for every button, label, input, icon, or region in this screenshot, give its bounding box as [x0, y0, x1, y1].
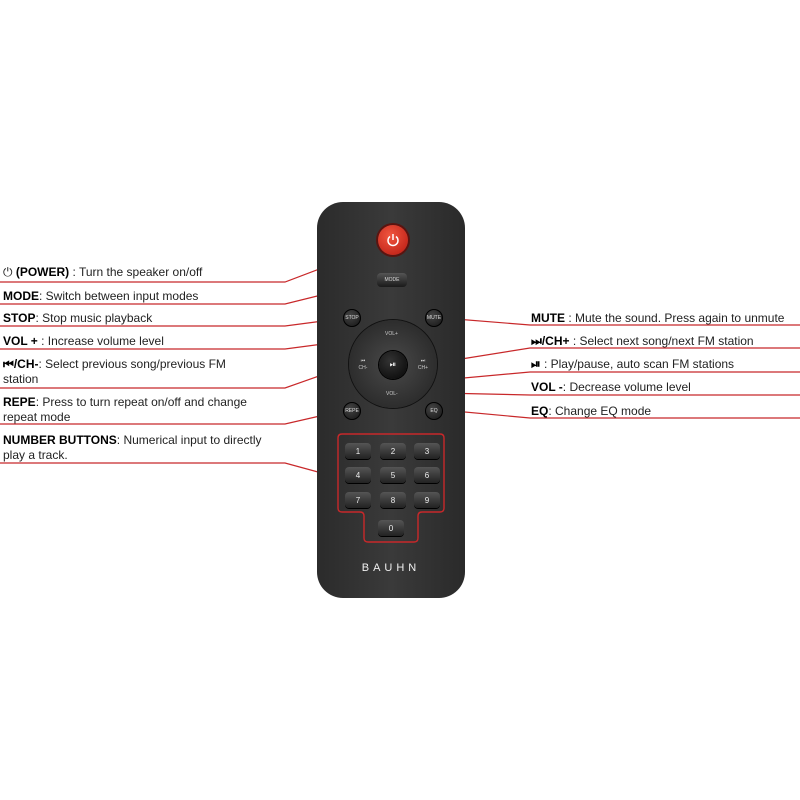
label-vol-up-key: VOL + [3, 334, 38, 348]
number-key-2[interactable]: 2 [380, 443, 406, 459]
label-stop: STOP: Stop music playback [3, 311, 283, 326]
mute-button-label: MUTE [426, 315, 442, 321]
number-key-label: 2 [390, 446, 396, 456]
label-next-text: : Select next song/next FM station [569, 334, 754, 348]
stop-button-label: STOP [345, 315, 359, 321]
number-key-label: 1 [355, 446, 361, 456]
number-key-label: 5 [390, 470, 396, 480]
number-key-6[interactable]: 6 [414, 467, 440, 483]
number-key-8[interactable]: 8 [380, 492, 406, 508]
label-stop-key: STOP [3, 311, 36, 325]
label-mode-text: : Switch between input modes [39, 289, 199, 303]
number-key-label: 9 [424, 495, 430, 505]
brand-logo: BAUHN [361, 562, 421, 574]
label-prev-key: /CH- [13, 357, 39, 371]
prev-button[interactable]: ⏮ CH- [355, 358, 371, 372]
label-eq-key: EQ [531, 404, 549, 418]
play-pause-symbol-icon: ⏯ [531, 357, 541, 371]
vol-down-label[interactable]: VOL- [386, 391, 398, 397]
label-power-key: (POWER) [15, 265, 70, 279]
label-power-text: : Turn the speaker on/off [69, 265, 203, 279]
eq-button-label: EQ [430, 408, 438, 414]
callout-eq [442, 409, 800, 419]
number-key-label: 0 [388, 523, 394, 533]
label-mute: MUTE : Mute the sound. Press again to un… [531, 311, 799, 326]
label-repe-key: REPE [3, 395, 36, 409]
label-repe: REPE: Press to turn repeat on/off and ch… [3, 395, 263, 425]
label-repe-text: : Press to turn repeat on/off and change… [3, 395, 247, 424]
number-key-4[interactable]: 4 [345, 467, 371, 483]
number-key-label: 7 [355, 495, 361, 505]
number-key-label: 8 [390, 495, 396, 505]
play-pause-button[interactable]: ⏯ [379, 351, 407, 379]
ch-plus-label: CH+ [417, 365, 429, 371]
label-number-text: : Numerical input to directly play a tra… [3, 433, 262, 462]
label-mode: MODE: Switch between input modes [3, 289, 283, 304]
label-number: NUMBER BUTTONS: Numerical input to direc… [3, 433, 278, 463]
number-key-0[interactable]: 0 [378, 520, 404, 536]
label-next: ⏭/CH+ : Select next song/next FM station [531, 334, 799, 349]
power-button[interactable] [378, 225, 408, 255]
number-key-7[interactable]: 7 [345, 492, 371, 508]
next-icon: ⏭ [420, 358, 426, 364]
number-key-3[interactable]: 3 [414, 443, 440, 459]
label-eq-text: : Change EQ mode [548, 404, 652, 418]
prev-icon: ⏮ [360, 358, 366, 364]
repe-button-label: REPE [345, 408, 359, 414]
play-pause-icon: ⏯ [389, 360, 397, 369]
label-number-key: NUMBER BUTTONS [3, 433, 117, 447]
label-next-key: /CH+ [541, 334, 570, 348]
number-key-5[interactable]: 5 [380, 467, 406, 483]
label-vol-up-text: : Increase volume level [37, 334, 164, 348]
label-vol-down: VOL -: Decrease volume level [531, 380, 799, 395]
number-key-9[interactable]: 9 [414, 492, 440, 508]
mode-button[interactable]: MODE [377, 273, 407, 287]
label-power: ⏻ (POWER) : Turn the speaker on/off [3, 265, 283, 280]
label-vol-down-text: : Decrease volume level [562, 380, 691, 394]
label-vol-up: VOL + : Increase volume level [3, 334, 283, 349]
label-mute-key: MUTE [531, 311, 565, 325]
label-play: ⏯ : Play/pause, auto scan FM stations [531, 357, 799, 372]
prev-track-icon: ⏮ [3, 357, 14, 371]
label-mode-key: MODE [3, 289, 39, 303]
callout-mute [442, 317, 800, 326]
mode-button-label: MODE [384, 277, 400, 283]
number-key-label: 3 [424, 446, 430, 456]
mute-button[interactable]: MUTE [425, 309, 443, 327]
next-track-icon: ⏭ [531, 334, 542, 348]
label-eq: EQ: Change EQ mode [531, 404, 799, 419]
number-key-label: 4 [355, 470, 361, 480]
number-key-1[interactable]: 1 [345, 443, 371, 459]
label-mute-text: : Mute the sound. Press again to unmute [565, 311, 785, 325]
label-play-text: : Play/pause, auto scan FM stations [540, 357, 735, 371]
power-symbol-icon: ⏻ [3, 265, 13, 279]
next-button[interactable]: ⏭ CH+ [415, 358, 431, 372]
label-vol-down-key: VOL - [531, 380, 563, 394]
power-icon [387, 234, 399, 247]
repe-button[interactable]: REPE [343, 402, 361, 420]
ch-minus-label: CH- [358, 365, 368, 371]
number-key-label: 6 [424, 470, 430, 480]
label-prev: ⏮/CH-: Select previous song/previous FM … [3, 357, 258, 387]
label-prev-text: : Select previous song/previous FM stati… [3, 357, 226, 386]
vol-up-label[interactable]: VOL+ [385, 331, 398, 337]
label-stop-text: : Stop music playback [35, 311, 153, 325]
stop-button[interactable]: STOP [343, 309, 361, 327]
eq-button[interactable]: EQ [425, 402, 443, 420]
